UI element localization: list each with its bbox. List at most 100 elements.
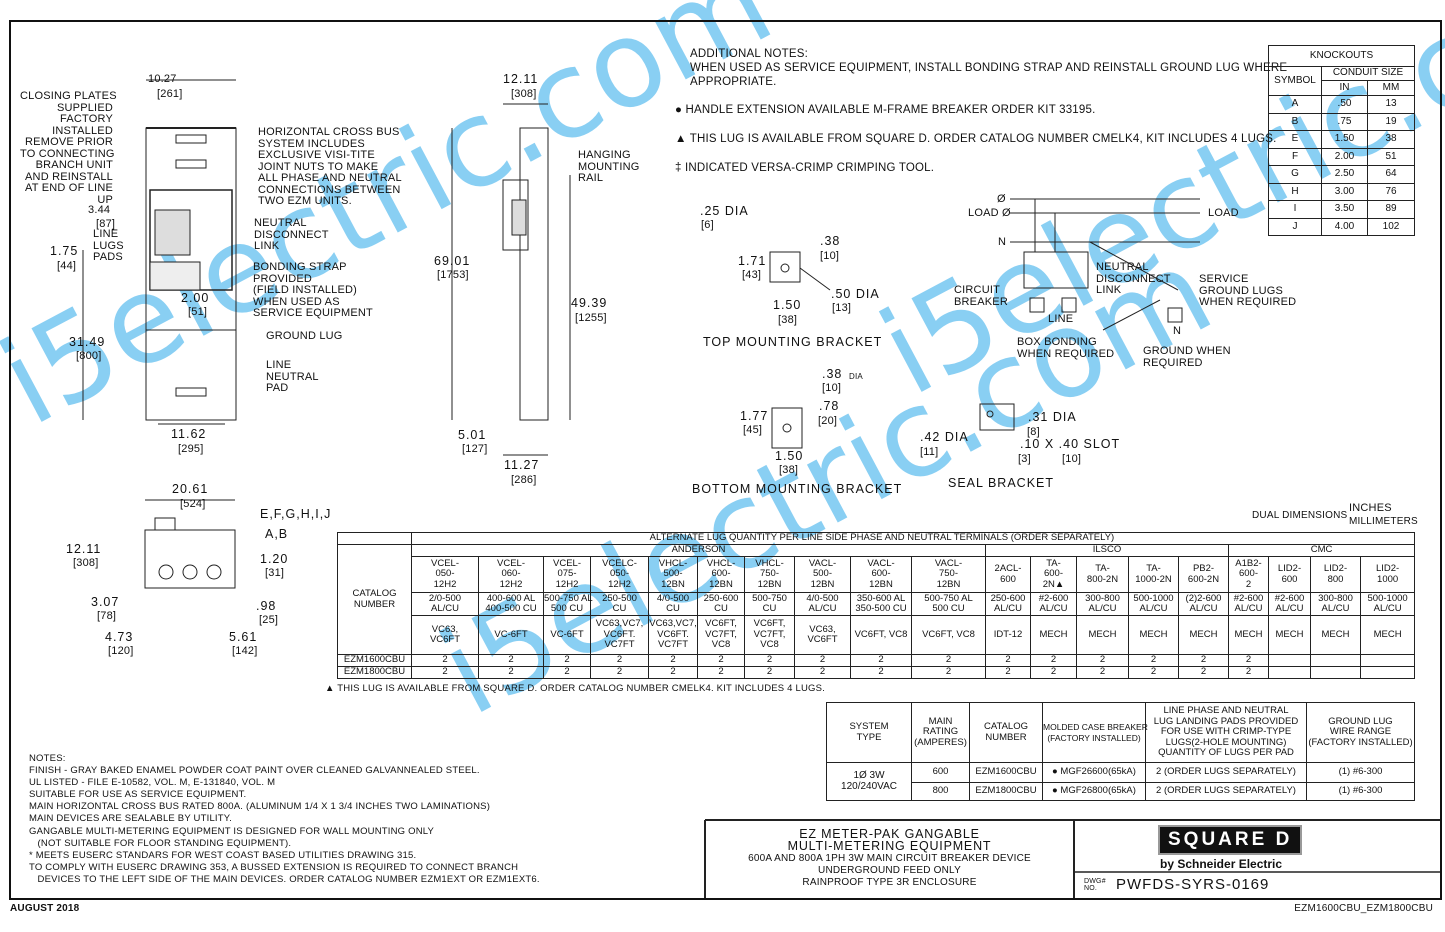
lug-range-cell: 250-600 AL/CU: [985, 592, 1031, 616]
knockouts-title: KNOCKOUTS: [1267, 45, 1416, 67]
quantity-cell: 2: [590, 654, 649, 667]
lug-name-cell: PB2- 600-2N: [1178, 556, 1229, 593]
quantity-cell: 2: [911, 654, 986, 667]
ground-lug-note: GROUND LUG: [266, 330, 343, 342]
lug-tool-cell: VC63, VC6FT: [794, 615, 851, 655]
lug-range-cell: #2-600 AL/CU: [1268, 592, 1311, 616]
dim: 11.27: [504, 458, 540, 472]
knockout-cell: 1.50: [1321, 130, 1368, 149]
dim: 12.11: [66, 542, 102, 556]
dim: 1.50: [773, 298, 802, 312]
ground-when-label: GROUND WHEN REQUIRED: [1143, 345, 1231, 369]
lug-range-cell: 4/0-500 CU: [648, 592, 698, 616]
bottom-bracket-title: BOTTOM MOUNTING BRACKET: [692, 482, 903, 496]
quantity-cell: 2: [744, 666, 795, 679]
lug-name-cell: VHCL- 750- 12BN: [744, 556, 795, 593]
hanging-rail-note: HANGING MOUNTING RAIL: [578, 149, 640, 184]
lug-name-cell: VACL- 600- 12BN: [850, 556, 912, 593]
lug-name-cell: VACL- 500- 12BN: [794, 556, 851, 593]
dim: 49.39: [571, 296, 608, 310]
lug-name-cell: VCELC- 050- 12H2: [590, 556, 649, 593]
lug-name-cell: VACL- 750- 12BN: [911, 556, 986, 593]
knockout-cell: 89: [1366, 200, 1416, 219]
dim-mm: [11]: [920, 446, 939, 458]
quantity-cell: 2: [850, 666, 912, 679]
seal-bracket-drawing: [979, 403, 1015, 431]
dim-mm: [38]: [779, 464, 799, 476]
knockout-label: E,F,G,H,I,J: [260, 507, 332, 521]
lug-range-cell: 400-600 AL 400-500 CU: [478, 592, 544, 616]
file-name: EZM1600CBU_EZM1800CBU: [1294, 903, 1433, 914]
dim: 2.00: [181, 291, 210, 305]
neutral-label: N: [1173, 325, 1182, 337]
lug-range-cell: 500-750 CU: [744, 592, 795, 616]
lug-range-cell: 300-800 AL/CU: [1310, 592, 1361, 616]
dim: 3.44: [88, 204, 111, 216]
dim: 31.49: [69, 335, 106, 349]
knockout-cell: I: [1268, 200, 1322, 219]
dim: 4.73: [105, 630, 134, 644]
lug-name-cell: VCEL- 060- 12H2: [478, 556, 544, 593]
side-view-drawing: [451, 103, 571, 456]
lug-footnote: ▲ THIS LUG IS AVAILABLE FROM SQUARE D. O…: [325, 683, 826, 694]
knockout-cell: 13: [1366, 95, 1416, 114]
in-header: IN: [1321, 80, 1368, 96]
lug-tool-cell: MECH: [1128, 615, 1179, 655]
knockout-cell: 3.00: [1321, 182, 1368, 201]
quantity-cell: 2: [543, 666, 591, 679]
cross-bus-note: HORIZONTAL CROSS BUS SYSTEM INCLUDES EXC…: [258, 126, 402, 207]
catalog-cell: EZM1800CBU: [969, 782, 1043, 801]
drawing-frame: [9, 20, 1442, 900]
lug-range-cell: 500-1000 AL/CU: [1128, 592, 1179, 616]
lug-range-cell: 4/0-500 AL/CU: [794, 592, 851, 616]
dim: 20.61: [172, 482, 209, 496]
quantity-cell: 2: [1228, 666, 1269, 679]
load-right-label: LOAD: [1208, 207, 1239, 219]
box-bonding-label: BOX BONDING WHEN REQUIRED: [1017, 336, 1115, 360]
lug-range-cell: 500-750 AL 500 CU: [543, 592, 593, 616]
dim-mm: [800]: [76, 350, 102, 362]
lug-tool-cell: VC63,VC7, VC6FT. VC7FT: [590, 615, 649, 655]
lug-name-cell: TA- 1000-2N: [1128, 556, 1179, 593]
lug-tool-cell: MECH: [1030, 615, 1077, 655]
knockout-cell: A: [1268, 95, 1322, 114]
quantity-cell: [1268, 654, 1311, 667]
system-type: 1Ø 3W 120/240VAC: [826, 762, 912, 801]
lug-tool-cell: MECH: [1359, 615, 1416, 655]
neutral-link-label: NEUTRAL DISCONNECT LINK: [1096, 261, 1171, 296]
quantity-cell: 2: [478, 654, 544, 667]
quantity-cell: [1310, 654, 1361, 667]
lug-tool-cell: VC-6FT: [478, 615, 544, 655]
dim: 11.62: [171, 427, 207, 441]
knockout-cell: .50: [1321, 95, 1368, 114]
system-table-header: MAIN RATING (AMPERES): [911, 702, 970, 763]
quantity-cell: 2: [985, 654, 1031, 667]
quantity-cell: 2: [1178, 654, 1229, 667]
dim-mm: [44]: [57, 260, 77, 272]
dim-mm: [45]: [743, 424, 763, 436]
lug-range-cell: 250-500 CU: [590, 592, 649, 616]
line-neutral-pad-note: LINE NEUTRAL PAD: [266, 359, 319, 394]
top-bracket-drawing: [769, 251, 831, 291]
lug-name-cell: VHCL- 600- 12BN: [697, 556, 745, 593]
ground-cell: (1) #6-300: [1306, 782, 1415, 801]
square-d-logo: SQUARE D: [1158, 825, 1303, 855]
dim: 3.07: [91, 595, 120, 609]
dim-mm: [524]: [180, 498, 206, 510]
dual-dimensions-label: DUAL DIMENSIONS: [1252, 510, 1348, 521]
dim-mm: [43]: [742, 269, 762, 281]
bottom-bracket-drawing: [771, 407, 803, 449]
lug-range-cell: 300-800 AL/CU: [1076, 592, 1129, 616]
lug-range-cell: 500-750 AL 500 CU: [911, 592, 986, 616]
system-table-header: GROUND LUG WIRE RANGE (FACTORY INSTALLED…: [1306, 702, 1415, 763]
dim-mm: [38]: [778, 314, 798, 326]
catalog-header: CATALOG NUMBER: [337, 544, 412, 655]
knockout-cell: 38: [1366, 130, 1416, 149]
phase-label: Ø: [997, 193, 1006, 205]
dim: 1.50: [775, 449, 804, 463]
dim: 10.27: [148, 73, 177, 85]
